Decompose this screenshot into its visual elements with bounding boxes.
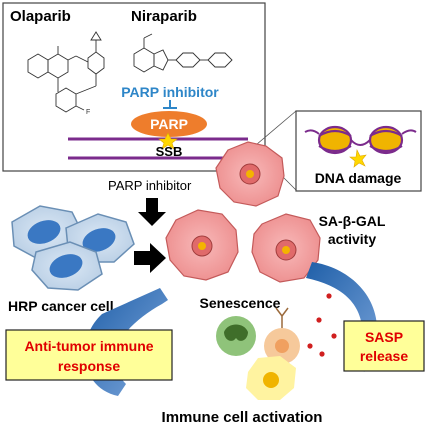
atom-label-f: F bbox=[86, 109, 90, 116]
anti-tumor-callout: Anti-tumor immune response bbox=[5, 329, 173, 381]
olaparib-structure bbox=[27, 31, 105, 113]
sasp-callout: SASP release bbox=[343, 320, 425, 372]
nucleosome-left bbox=[317, 125, 353, 155]
parp-label: PARP bbox=[150, 116, 188, 132]
immune-activation-label: Immune cell activation bbox=[162, 409, 323, 426]
cancer-cell-cluster bbox=[11, 205, 135, 291]
down-arrow bbox=[138, 198, 166, 226]
ssb-label: SSB bbox=[156, 144, 183, 159]
cancer-cell-nucleus bbox=[27, 220, 61, 244]
cancer-cell-label: HRP cancer cell bbox=[8, 298, 114, 314]
senescence-label: Senescence bbox=[200, 295, 281, 311]
sasp-line2: release bbox=[360, 348, 408, 364]
drug-name-niraparib: Niraparib bbox=[131, 8, 197, 25]
parp-enzyme bbox=[131, 111, 207, 137]
sasp-factor-dots bbox=[307, 293, 337, 357]
drug-name-olaparib: Olaparib bbox=[10, 8, 71, 25]
anti-tumor-line1: Anti-tumor immune bbox=[24, 338, 153, 354]
dna-damage-label: DNA damage bbox=[315, 170, 402, 186]
damage-burst-icon bbox=[349, 149, 367, 168]
sa-beta-gal-label-line1: SA-β-GAL bbox=[319, 213, 386, 229]
right-arrow bbox=[134, 243, 166, 273]
niraparib-structure bbox=[133, 33, 233, 73]
anti-tumor-line2: response bbox=[58, 358, 120, 374]
sa-beta-gal-label-line2: activity bbox=[328, 231, 376, 247]
mechanism-box: Olaparib Niraparib F bbox=[2, 2, 266, 172]
sasp-line1: SASP bbox=[365, 329, 403, 345]
receptor-icon bbox=[275, 307, 289, 328]
inhibitor-label: PARP inhibitor bbox=[121, 84, 219, 100]
cancer-cell-nucleus bbox=[49, 254, 83, 278]
dna-damage-box: DNA damage bbox=[249, 110, 422, 192]
cancer-cell-nucleus bbox=[82, 228, 116, 252]
senescent-cell-cluster bbox=[165, 141, 321, 283]
ssb-damage-star bbox=[158, 132, 178, 150]
nucleosome-right bbox=[368, 125, 404, 155]
treatment-label: PARP inhibitor bbox=[108, 178, 192, 193]
immune-cell-cluster bbox=[216, 307, 300, 400]
